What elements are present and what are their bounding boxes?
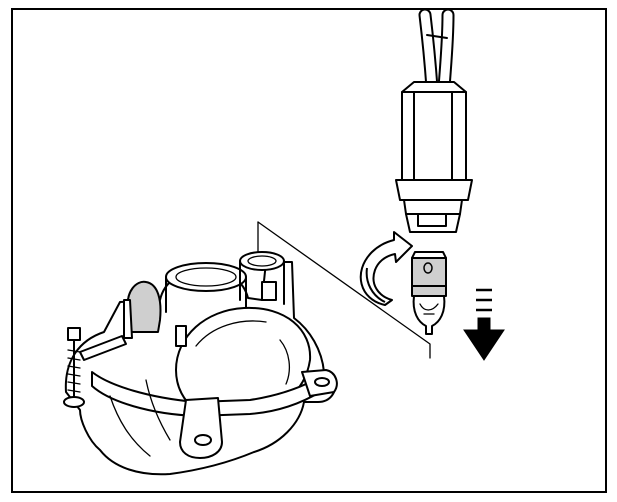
removal-arrow	[463, 288, 505, 361]
rotation-arrow	[359, 231, 413, 306]
lamp-housing	[63, 251, 338, 476]
wire-harness	[418, 8, 455, 95]
wedge-bulb	[411, 251, 447, 335]
bulb-socket	[395, 81, 473, 233]
